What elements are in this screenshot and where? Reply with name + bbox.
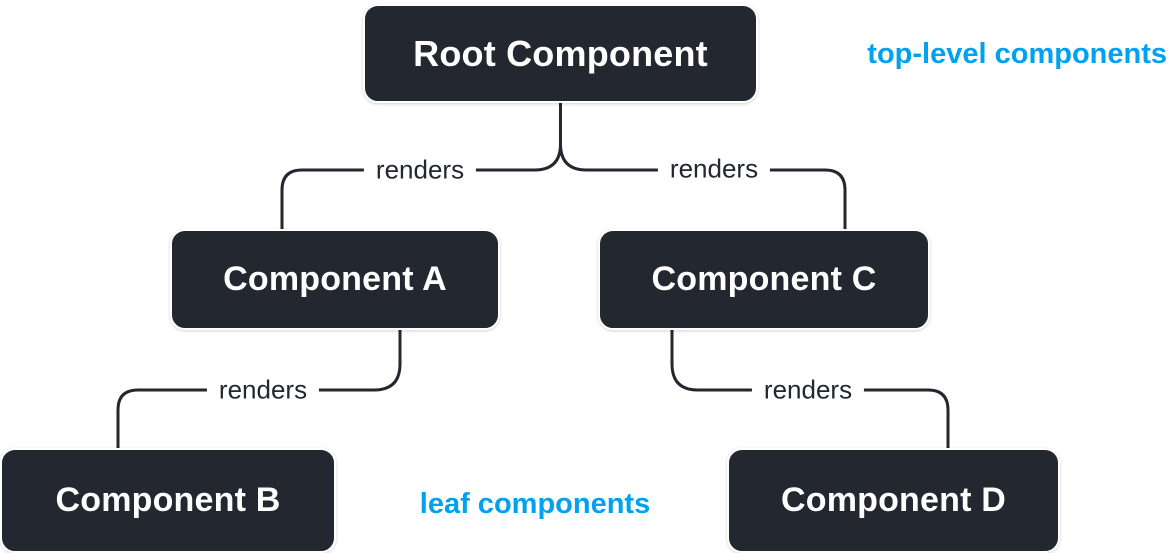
annotation-top-level-components: top-level components — [867, 38, 1167, 70]
node-component-d: Component D — [727, 448, 1060, 553]
node-root-component: Root Component — [363, 4, 758, 103]
edge-label-root-renders-c: renders — [657, 153, 771, 185]
edge-label-a-renders-b: renders — [206, 374, 320, 406]
node-component-a: Component A — [170, 229, 500, 330]
edge-label-c-renders-d: renders — [751, 374, 865, 406]
annotation-leaf-components: leaf components — [419, 488, 651, 520]
node-b-label: Component B — [55, 481, 281, 519]
node-component-b: Component B — [0, 448, 336, 553]
node-d-label: Component D — [780, 481, 1007, 519]
node-a-label: Component A — [223, 260, 447, 298]
node-c-label: Component C — [651, 260, 877, 298]
edge-label-root-renders-a: renders — [363, 154, 477, 186]
node-root-label: Root Component — [413, 32, 708, 74]
node-component-c: Component C — [598, 229, 930, 330]
